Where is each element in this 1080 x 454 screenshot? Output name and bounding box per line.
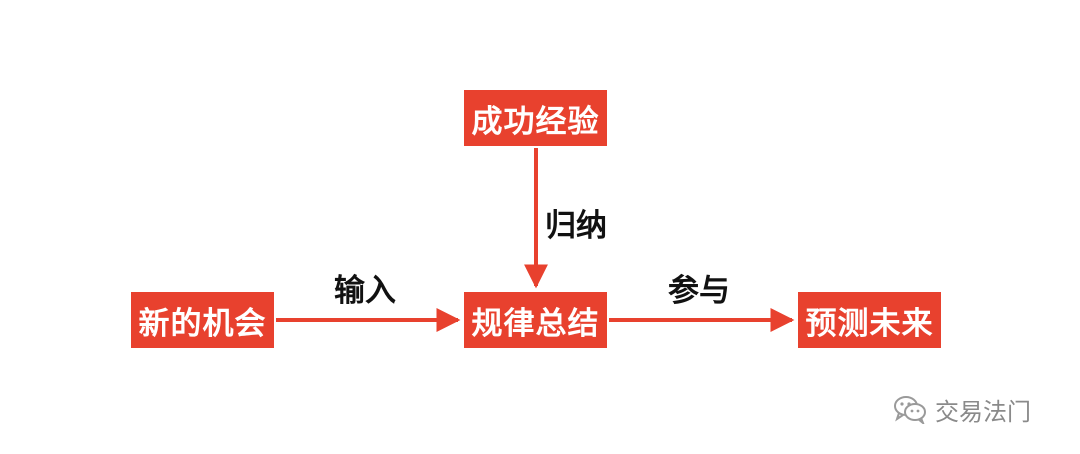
- node-predict-future: 预测未来: [798, 292, 941, 348]
- node-pattern-summary: 规律总结: [464, 292, 607, 348]
- wechat-icon: [894, 396, 926, 424]
- node-new-opportunity: 新的机会: [131, 292, 274, 348]
- watermark: 交易法门: [893, 392, 1031, 426]
- watermark-text: 交易法门: [935, 397, 1031, 426]
- edge-label-input: 输入: [334, 273, 396, 309]
- edge-label-participate: 参与: [668, 273, 730, 309]
- edge-label-induce: 归纳: [545, 208, 607, 244]
- node-success-experience: 成功经验: [464, 90, 607, 146]
